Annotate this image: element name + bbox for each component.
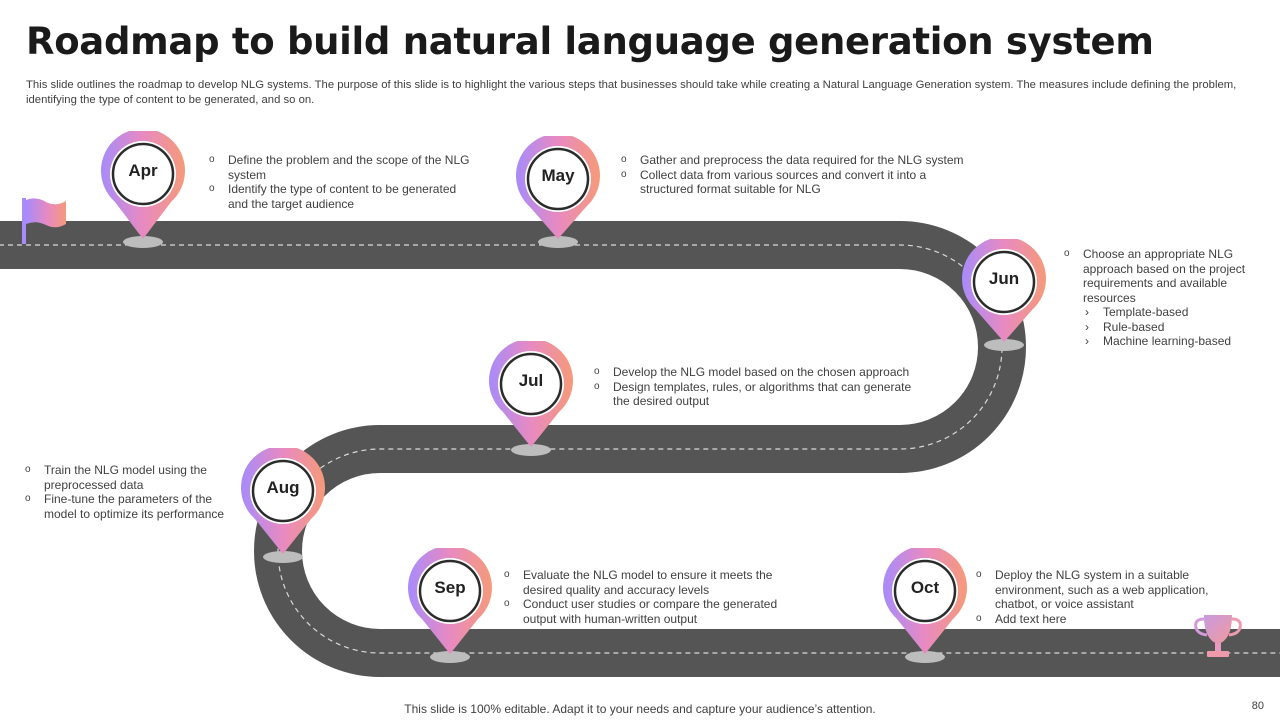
bullet-item: Gather and preprocess the data required … xyxy=(621,153,971,168)
apr-bullets: Define the problem and the scope of the … xyxy=(209,153,471,211)
bullet-item: Evaluate the NLG model to ensure it meet… xyxy=(504,568,789,597)
bullet-item: Add text here xyxy=(976,612,1221,627)
milestone-pin-aug: Aug xyxy=(241,448,325,568)
milestone-label: Oct xyxy=(910,578,940,597)
slide-description: This slide outlines the roadmap to devel… xyxy=(26,79,1237,106)
aug-bullets: Train the NLG model using the preprocess… xyxy=(25,463,230,521)
bullet-item: Design templates, rules, or algorithms t… xyxy=(594,380,924,409)
milestone-label: May xyxy=(541,166,575,185)
milestone-label: Jul xyxy=(518,371,544,390)
approach-options: Template-based Rule-based Machine learni… xyxy=(1083,305,1254,349)
bullet-item: Collect data from various sources and co… xyxy=(621,168,971,197)
sub-bullet-item: Machine learning-based xyxy=(1083,334,1254,349)
bullet-item: Define the problem and the scope of the … xyxy=(209,153,471,182)
milestone-pin-oct: Oct xyxy=(883,548,967,668)
oct-bullets: Deploy the NLG system in a suitable envi… xyxy=(976,568,1221,626)
sub-bullet-item: Rule-based xyxy=(1083,320,1254,335)
sep-bullets: Evaluate the NLG model to ensure it meet… xyxy=(504,568,789,626)
page-title: Roadmap to build natural language genera… xyxy=(26,20,1154,63)
may-bullets: Gather and preprocess the data required … xyxy=(621,153,971,197)
bullet-item: Fine-tune the parameters of the model to… xyxy=(25,492,230,521)
jul-bullets: Develop the NLG model based on the chose… xyxy=(594,365,924,409)
bullet-item: Identify the type of content to be gener… xyxy=(209,182,471,211)
start-flag-icon xyxy=(22,198,66,244)
footer-note: This slide is 100% editable. Adapt it to… xyxy=(404,702,876,716)
milestone-label: Aug xyxy=(266,478,300,497)
milestone-pin-jun: Jun xyxy=(962,239,1046,359)
milestone-label: Apr xyxy=(128,161,158,180)
trophy-icon xyxy=(1194,615,1242,657)
page-number: 80 xyxy=(1251,700,1264,712)
milestone-pin-sep: Sep xyxy=(408,548,492,668)
sub-bullet-item: Template-based xyxy=(1083,305,1254,320)
bullet-item: Choose an appropriate NLG approach based… xyxy=(1083,247,1246,305)
bullet-item: Deploy the NLG system in a suitable envi… xyxy=(976,568,1221,612)
bullet-item: Train the NLG model using the preprocess… xyxy=(25,463,230,492)
milestone-pin-apr: Apr xyxy=(101,131,185,251)
bullet-item: Develop the NLG model based on the chose… xyxy=(594,365,924,380)
milestone-pin-may: May xyxy=(516,136,600,256)
milestone-label: Sep xyxy=(434,578,466,597)
bullet-item: Conduct user studies or compare the gene… xyxy=(504,597,789,626)
milestone-label: Jun xyxy=(988,269,1020,288)
milestone-pin-jul: Jul xyxy=(489,341,573,461)
jun-bullets: Choose an appropriate NLG approach based… xyxy=(1064,247,1254,349)
